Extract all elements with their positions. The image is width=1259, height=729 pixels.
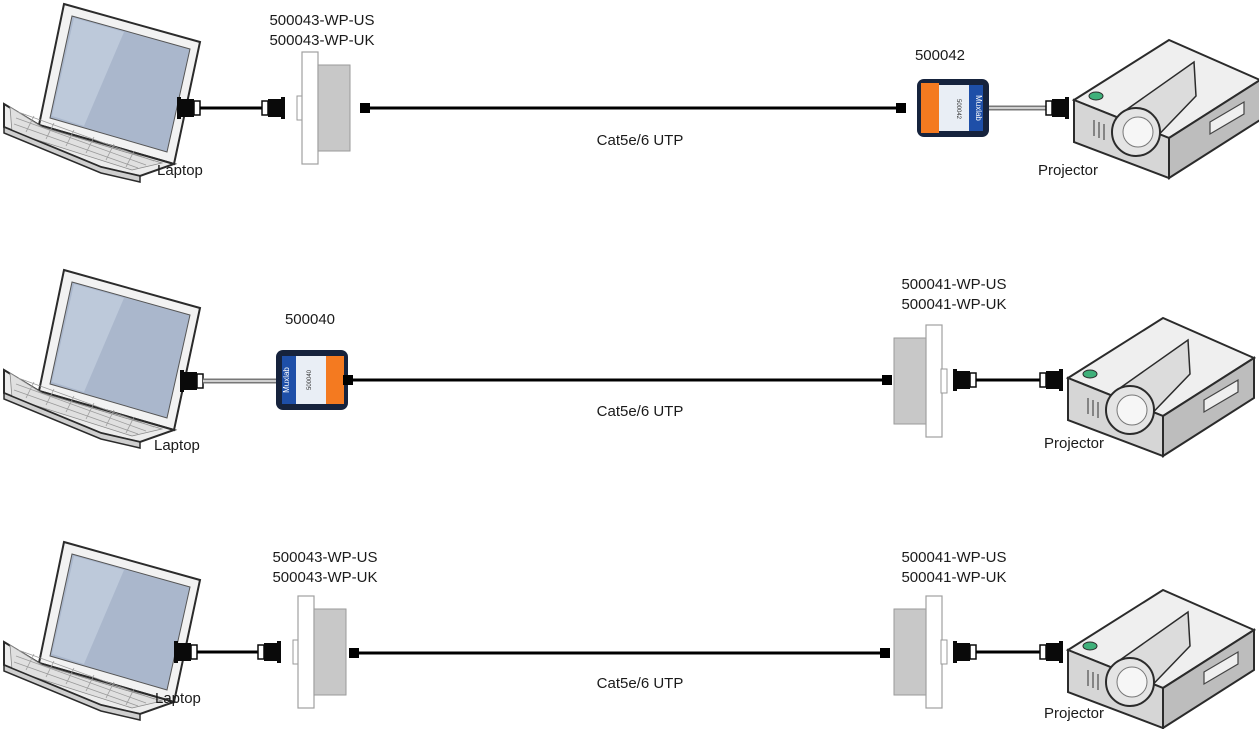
row-3-right-part-2: 500041-WP-UK bbox=[901, 569, 1007, 586]
row-2-right-device-label: Projector bbox=[1044, 435, 1105, 452]
projector-icon bbox=[1073, 39, 1259, 179]
row-3-left-part-1: 500043-WP-US bbox=[272, 549, 378, 566]
row-3-right-device-label: Projector bbox=[1044, 705, 1105, 722]
vga-connector-icon bbox=[261, 96, 286, 120]
vga-connector-icon bbox=[1039, 640, 1064, 664]
vga-connector-icon bbox=[1039, 368, 1064, 392]
wallplate-icon bbox=[893, 595, 948, 709]
rj45-port-icon bbox=[896, 103, 906, 113]
row-3-left-device-label: Laptop bbox=[155, 690, 201, 707]
row-3-right-part-1: 500041-WP-US bbox=[901, 549, 1007, 566]
adapter-500042-icon: Muxlab 500042 bbox=[917, 79, 989, 137]
laptop-icon bbox=[3, 269, 201, 449]
row-1-right-part: 500042 bbox=[914, 47, 966, 64]
row-3-left-part-2: 500043-WP-UK bbox=[272, 569, 378, 586]
laptop-icon bbox=[3, 3, 201, 183]
row-2-cable-label: Cat5e/6 UTP bbox=[596, 403, 684, 420]
vga-connector-icon bbox=[952, 368, 977, 392]
vga-connector-icon bbox=[176, 96, 201, 120]
vga-connector-icon bbox=[179, 369, 204, 393]
rj45-port-icon bbox=[880, 648, 890, 658]
row-1-cable-label: Cat5e/6 UTP bbox=[596, 132, 684, 149]
row-2-left-device-label: Laptop bbox=[154, 437, 200, 454]
adapter-brand: Muxlab bbox=[282, 367, 291, 393]
vga-connector-icon bbox=[173, 640, 198, 664]
row-2-right-part-1: 500041-WP-US bbox=[901, 276, 1007, 293]
adapter-brand: Muxlab bbox=[974, 95, 983, 121]
row-3 bbox=[3, 541, 1255, 729]
rj45-port-icon bbox=[882, 375, 892, 385]
wallplate-icon bbox=[292, 595, 347, 709]
rj45-port-icon bbox=[343, 375, 353, 385]
adapter-code: 500042 bbox=[955, 99, 961, 120]
vga-connector-icon bbox=[952, 640, 977, 664]
row-1: Muxlab 500042 bbox=[3, 3, 1259, 183]
row-1-left-part-1: 500043-WP-US bbox=[269, 12, 375, 29]
wallplate-icon bbox=[296, 51, 351, 165]
row-3-cable-label: Cat5e/6 UTP bbox=[596, 675, 684, 692]
wallplate-icon bbox=[893, 324, 948, 438]
adapter-code: 500040 bbox=[307, 369, 313, 390]
rj45-port-icon bbox=[349, 648, 359, 658]
vga-connector-icon bbox=[257, 640, 282, 664]
row-2-right-part-2: 500041-WP-UK bbox=[901, 296, 1007, 313]
adapter-500040-icon: Muxlab 500040 bbox=[276, 350, 348, 410]
row-2-left-part: 500040 bbox=[284, 311, 336, 328]
vga-connector-icon bbox=[1045, 96, 1070, 120]
row-1-left-part-2: 500043-WP-UK bbox=[269, 32, 375, 49]
row-1-left-device-label: Laptop bbox=[157, 162, 203, 179]
row-1-right-device-label: Projector bbox=[1038, 162, 1099, 179]
row-2: Muxlab 500040 bbox=[3, 269, 1255, 457]
rj45-port-icon bbox=[360, 103, 370, 113]
